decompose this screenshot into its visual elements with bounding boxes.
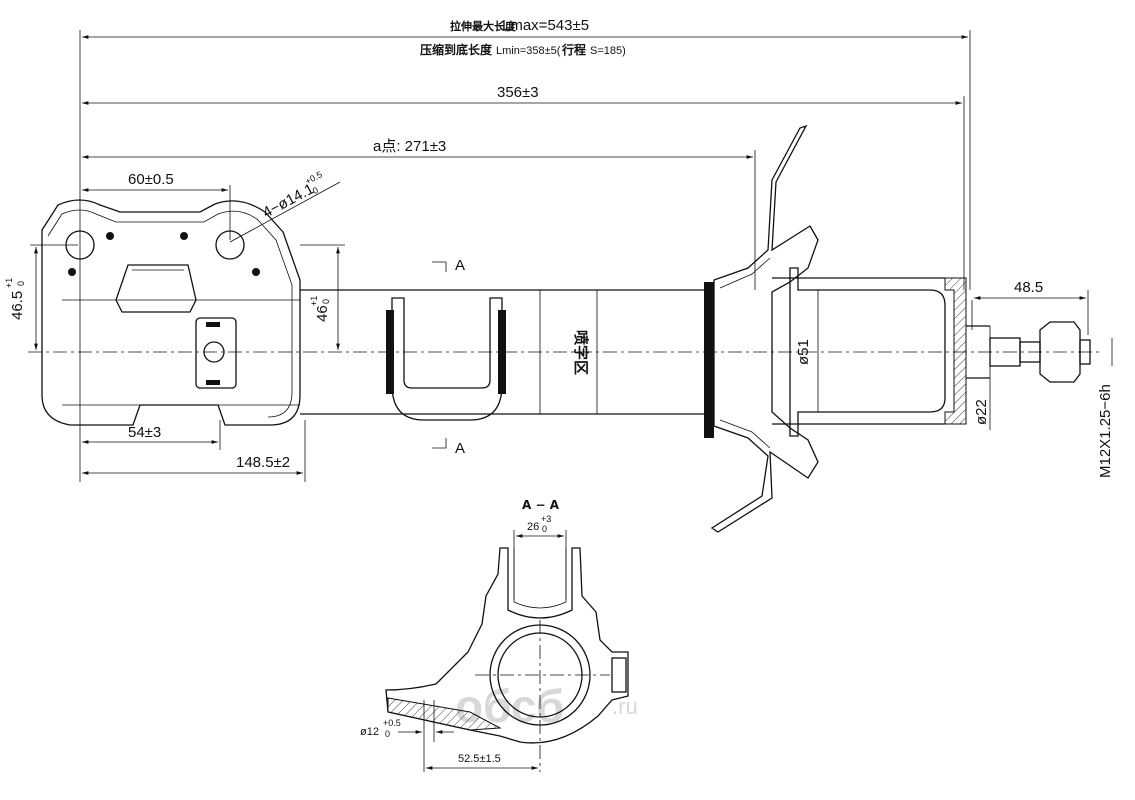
d12-label: ø12 [360,726,379,738]
u-bracket [391,297,503,421]
section-title: A − A [522,498,560,512]
clip-tab-bottom [206,380,220,385]
holes-tol-dn: 0 [311,185,320,196]
d26-tol-dn: 0 [542,524,547,534]
rod-end [1079,339,1091,365]
d26-tol-up: +3 [541,514,551,524]
lmax-value: Lmax=543±5 [502,17,589,34]
holes-tol-up: +0.5 [303,169,323,186]
section-mark-top [432,261,447,272]
section-view: A − A 26 +3 0 ø12 +0.5 0 52.5±1.5 [360,498,629,772]
stroke-value: S=185) [590,45,626,57]
section-u-inner [513,548,567,609]
clip-tab-top [206,322,220,327]
d12-tol-up: +0.5 [383,718,401,728]
d271-label: a点: 271±3 [373,138,446,155]
mount-hole-left [65,230,95,260]
rod-nut [1039,321,1081,383]
mount-hole-right [215,230,245,260]
section-bolt-head [611,657,627,693]
bracket-window [115,264,197,313]
d46-tol-dn: 0 [321,299,331,304]
d525-label: 52.5±1.5 [458,753,501,765]
d1485-label: 148.5±2 [236,454,290,471]
d22-label: ø22 [973,399,990,425]
section-mark-top-label: A [455,257,465,274]
bracket-outline [41,199,301,426]
d54-label: 54±3 [128,424,161,441]
sensor-hole [203,341,225,363]
lmin-prefix: 压缩到底长度 [420,42,493,57]
top-dimensions: 拉伸最大长度 Lmax=543±5 压缩到底长度 Lmin=358±5( 行程 … [79,17,971,482]
d60-label: 60±0.5 [128,171,174,188]
upper-body: ø51 [772,267,967,437]
left-dimensions: 46.5 +1 0 46 +1 0 54±3 148.5±2 [4,244,345,482]
seat-inner-top [719,257,771,289]
rivet-4 [252,268,260,276]
clamp-band-left [386,310,394,394]
lmax-prefix: 拉伸最大长度 [450,19,517,33]
seat-inner-bottom [719,419,771,449]
d485-label: 48.5 [1014,279,1043,296]
piston-rod: 48.5 ø22 M12X1.25−6h [966,279,1114,478]
knuckle-bracket [41,199,301,426]
spring-seat-profile [710,124,819,533]
section-outline [385,547,629,744]
rivet-3 [68,268,76,276]
rivet-1 [106,232,114,240]
d51-label: ø51 [795,339,812,365]
holes-leader [229,181,341,243]
stamp-zone-label: 喷字区 [572,330,590,375]
d465-label: 46.5 [9,291,26,320]
watermark-suffix: .ru [612,694,638,719]
d46-label: 46 [314,305,331,322]
lmin-value: Lmin=358±5( [496,45,561,57]
d465-tol-dn: 0 [16,281,26,286]
section-mark-bottom-label: A [455,440,465,457]
stroke-label: 行程 [561,42,586,57]
section-mark-bottom [432,438,447,449]
d46-tol-up: +1 [309,296,319,306]
spring-seat [704,124,819,533]
sensor-clip [195,317,237,389]
bump-stop [789,267,946,437]
d356-label: 356±3 [497,84,539,101]
section-hatch [387,697,502,731]
seat-collar [704,282,714,438]
d12-tol-dn: 0 [385,729,390,739]
strut-tube: 喷字区 A A [300,257,706,457]
d26-label: 26 [527,521,539,533]
thread-label: M12X1.25−6h [1097,384,1114,478]
d465-tol-up: +1 [4,278,14,288]
bracket-inner-edge [47,209,293,418]
rivet-2 [180,232,188,240]
body-end-cap [944,277,967,425]
